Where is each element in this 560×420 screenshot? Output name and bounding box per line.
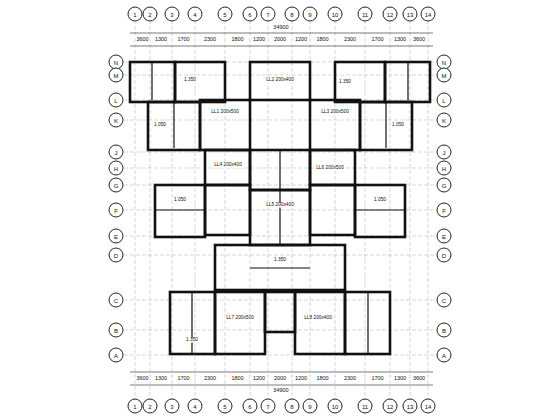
axis-label: 6: [243, 7, 258, 22]
dimension: 2300: [343, 376, 357, 382]
beam-note: LL3 200x500: [320, 110, 350, 115]
axis-label: F: [437, 203, 452, 218]
beam-note: LL1 200x500: [210, 110, 240, 115]
axis-label: 9: [303, 399, 318, 414]
dimension: 1700: [176, 37, 190, 43]
axis-label: 14: [421, 7, 436, 22]
beam-note: LL5 200x400: [265, 203, 295, 208]
dimension: 34900: [272, 388, 289, 394]
axis-label: A: [437, 348, 452, 363]
dimension: 1700: [370, 37, 384, 43]
axis-label: 3: [165, 7, 180, 22]
dimension: 1300: [393, 37, 407, 43]
axis-label: M: [437, 68, 452, 83]
axis-label: B: [437, 323, 452, 338]
dimension: 2300: [343, 37, 357, 43]
axis-label: K: [437, 113, 452, 128]
axis-label: M: [109, 68, 124, 83]
axis-label: 1: [128, 7, 143, 22]
axis-label: 4: [188, 7, 203, 22]
dimension: 3600: [412, 37, 426, 43]
axis-label: 8: [285, 399, 300, 414]
axis-label: 11: [358, 399, 373, 414]
beam-note: 1.050: [173, 198, 187, 203]
axis-label: B: [109, 323, 124, 338]
axis-label: 6: [243, 399, 258, 414]
dimension: 1200: [252, 376, 266, 382]
dimension: 1800: [315, 376, 329, 382]
dimension: 1700: [176, 376, 190, 382]
axis-label: 14: [421, 399, 436, 414]
axis-label: 9: [303, 7, 318, 22]
dimension: 1200: [294, 37, 308, 43]
dimension: 1800: [315, 37, 329, 43]
axis-label: 4: [188, 399, 203, 414]
dimension: 1300: [154, 376, 168, 382]
axis-label: J: [437, 145, 452, 160]
axis-label: 3: [165, 399, 180, 414]
axis-label: 5: [218, 399, 233, 414]
dimension: 1700: [370, 376, 384, 382]
axis-label: G: [437, 178, 452, 193]
axis-label: 13: [403, 7, 418, 22]
axis-label: H: [109, 161, 124, 176]
dimension: 2000: [273, 37, 287, 43]
beam-note: 1.050: [373, 198, 387, 203]
axis-label: 2: [143, 399, 158, 414]
beam-note: 1.050: [153, 123, 167, 128]
axis-label: F: [109, 203, 124, 218]
beam-note: 1.350: [338, 80, 352, 85]
axis-label: L: [109, 93, 124, 108]
axis-label: 11: [358, 7, 373, 22]
axis-label: 2: [143, 7, 158, 22]
beam-note: 1.350: [183, 78, 197, 83]
dimension: 2300: [203, 376, 217, 382]
axis-label: 5: [218, 7, 233, 22]
axis-label: D: [437, 248, 452, 263]
axis-label: E: [437, 229, 452, 244]
axis-label: J: [109, 145, 124, 160]
axis-label: 13: [403, 399, 418, 414]
axis-label: 8: [285, 7, 300, 22]
beam-note: 1.350: [273, 258, 287, 263]
axis-label: G: [109, 178, 124, 193]
axis-label: L: [437, 93, 452, 108]
axis-label: C: [109, 293, 124, 308]
dimension: 1200: [294, 376, 308, 382]
beam-note: LL6 200x500: [315, 166, 345, 171]
dimension: 1800: [230, 37, 244, 43]
axis-label: H: [437, 161, 452, 176]
beam-note: 1.050: [391, 123, 405, 128]
axis-label: 1: [128, 399, 143, 414]
axis-label: C: [437, 293, 452, 308]
axis-label: 12: [383, 7, 398, 22]
axis-label: K: [109, 113, 124, 128]
axis-label: 10: [328, 399, 343, 414]
dimension: 2000: [273, 376, 287, 382]
dimension: 3600: [135, 376, 149, 382]
dimension: 3600: [135, 37, 149, 43]
axis-label: 12: [383, 399, 398, 414]
dimension: 34900: [272, 25, 289, 31]
axis-label: 7: [261, 7, 276, 22]
beam-note: 1.350: [185, 338, 199, 343]
dimension: 2300: [203, 37, 217, 43]
dimension: 1300: [154, 37, 168, 43]
dimension: 1200: [252, 37, 266, 43]
dimension: 1300: [393, 376, 407, 382]
beam-note: LL4 200x400: [213, 163, 243, 168]
axis-label: D: [109, 248, 124, 263]
axis-label: 10: [328, 7, 343, 22]
beam-note: LL7 200x500: [225, 316, 255, 321]
dimension: 3600: [412, 376, 426, 382]
axis-label: E: [109, 229, 124, 244]
beam-note: LL2 200x400: [265, 78, 295, 83]
beam-note: LL8 200x400: [303, 316, 333, 321]
axis-label: A: [109, 348, 124, 363]
dimension: 1800: [230, 376, 244, 382]
axis-label: 7: [261, 399, 276, 414]
